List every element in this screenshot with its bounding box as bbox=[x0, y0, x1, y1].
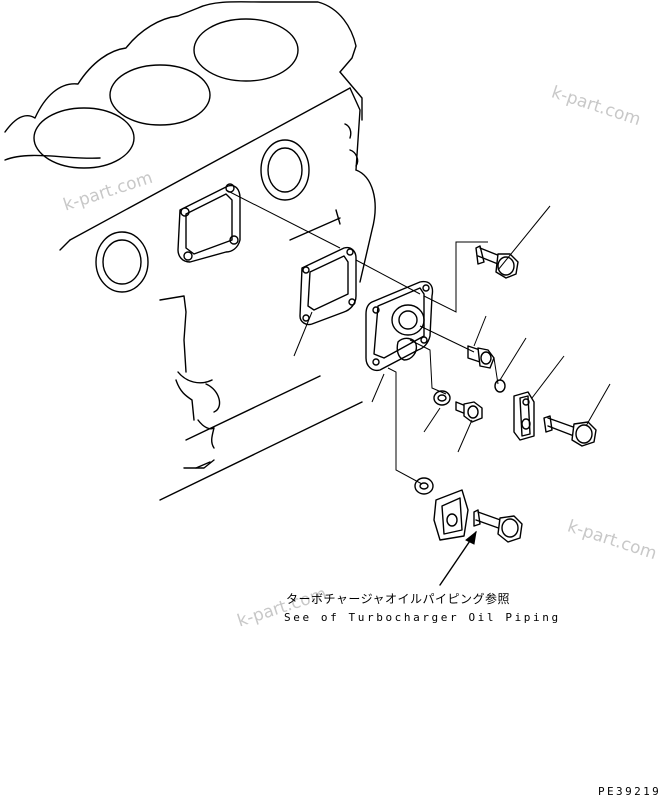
callout-leaders bbox=[293, 205, 611, 453]
washer-small bbox=[494, 379, 506, 393]
note-english: See of Turbocharger Oil Piping bbox=[284, 611, 561, 624]
cylinder-bore-2 bbox=[109, 64, 211, 126]
cylinder-bore-3 bbox=[193, 18, 299, 82]
cover-housing bbox=[365, 280, 434, 372]
upper-port bbox=[260, 139, 310, 201]
side-port bbox=[95, 231, 149, 293]
gasket bbox=[299, 246, 357, 326]
cylinder-bore-1 bbox=[33, 107, 135, 169]
washer-lower bbox=[414, 477, 434, 495]
note-japanese: ターボチャージャオイルパイピング参照 bbox=[286, 592, 511, 606]
figure-code: PE39219 bbox=[598, 785, 662, 798]
lower-bracket bbox=[433, 489, 469, 541]
assembly-lines bbox=[225, 189, 499, 485]
block-mounting-pad bbox=[177, 184, 241, 263]
flange-bolt-top bbox=[475, 245, 519, 279]
bracket bbox=[513, 391, 535, 441]
bolt-middle bbox=[455, 401, 483, 423]
reference-arrow bbox=[439, 530, 477, 586]
union-bolt bbox=[467, 345, 495, 369]
washer-seal bbox=[433, 390, 451, 406]
bracket-bolt bbox=[543, 415, 597, 447]
engine-block bbox=[4, 1, 376, 501]
lower-bolt bbox=[473, 509, 523, 543]
